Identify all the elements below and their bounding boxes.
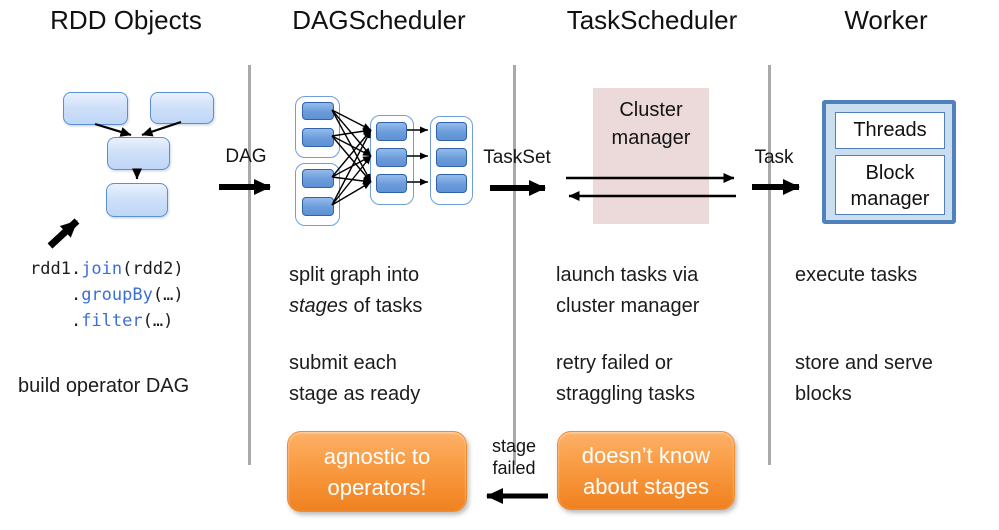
- note-submit-stage: submit each stage as ready: [289, 352, 421, 405]
- header-dag-scheduler: DAGScheduler: [292, 5, 466, 35]
- header-task-scheduler: TaskScheduler: [566, 5, 738, 35]
- task-node: [302, 128, 334, 147]
- build-dag-pointer-arrow: [47, 218, 80, 249]
- task-node: [436, 122, 467, 141]
- callout-agnostic-operators: agnostic to operators!: [287, 431, 467, 512]
- label-stage-failed: stage failed: [491, 436, 537, 478]
- rdd-node-2: [150, 92, 214, 124]
- task-node: [436, 174, 467, 193]
- task-node: [376, 174, 407, 193]
- note-retry-failed: retry failed or straggling tasks: [556, 352, 695, 405]
- stages-italic: stages: [289, 295, 348, 317]
- task-node: [436, 148, 467, 167]
- cluster-manager-label-line2: manager: [611, 127, 691, 149]
- threads-label: Threads: [853, 119, 927, 141]
- task-node: [302, 102, 334, 120]
- rdd-node-1: [63, 92, 128, 125]
- code-keyword-join: join: [81, 259, 123, 279]
- rdd-code-snippet: rdd1.join(rdd2) .groupBy(…) .filter(…): [30, 256, 184, 334]
- cluster-manager-box: Cluster manager: [593, 88, 709, 224]
- code-line3: .filter(…): [30, 311, 174, 331]
- code-keyword-filter: filter: [81, 311, 143, 331]
- note-store-serve: store and serve blocks: [795, 352, 933, 405]
- block-manager-box: Block manager: [835, 155, 945, 215]
- code-keyword-groupby: groupBy: [81, 285, 153, 305]
- task-node: [302, 197, 334, 216]
- divider-1: [248, 65, 251, 465]
- code-line1: rdd1.join(rdd2): [30, 259, 184, 279]
- label-dag: DAG: [225, 146, 267, 167]
- block-manager-label-line2: manager: [850, 188, 930, 210]
- note-launch-tasks: launch tasks via cluster manager: [556, 264, 700, 317]
- header-worker: Worker: [844, 5, 928, 35]
- label-taskset: TaskSet: [483, 147, 551, 168]
- threads-box: Threads: [835, 112, 945, 149]
- task-node: [376, 122, 407, 141]
- note-split-graph: split graph into stages of tasks: [289, 264, 423, 317]
- rdd-node-3: [107, 137, 170, 170]
- code-line2: .groupBy(…): [30, 285, 184, 305]
- task-node: [302, 169, 334, 188]
- callout-doesnt-know-stages: doesn’t know about stages: [557, 431, 735, 510]
- divider-3: [768, 65, 771, 465]
- rdd-node-4: [106, 183, 168, 217]
- note-build-operator-dag: build operator DAG: [18, 375, 190, 397]
- block-manager-label-line1: Block: [865, 162, 915, 184]
- label-task: Task: [754, 147, 794, 168]
- cluster-manager-label-line1: Cluster: [619, 99, 683, 121]
- divider-2: [513, 65, 516, 465]
- task-node: [376, 148, 407, 167]
- header-rdd-objects: RDD Objects: [50, 5, 202, 35]
- worker-box: Threads Block manager: [822, 100, 956, 224]
- note-execute-tasks: execute tasks: [795, 264, 918, 286]
